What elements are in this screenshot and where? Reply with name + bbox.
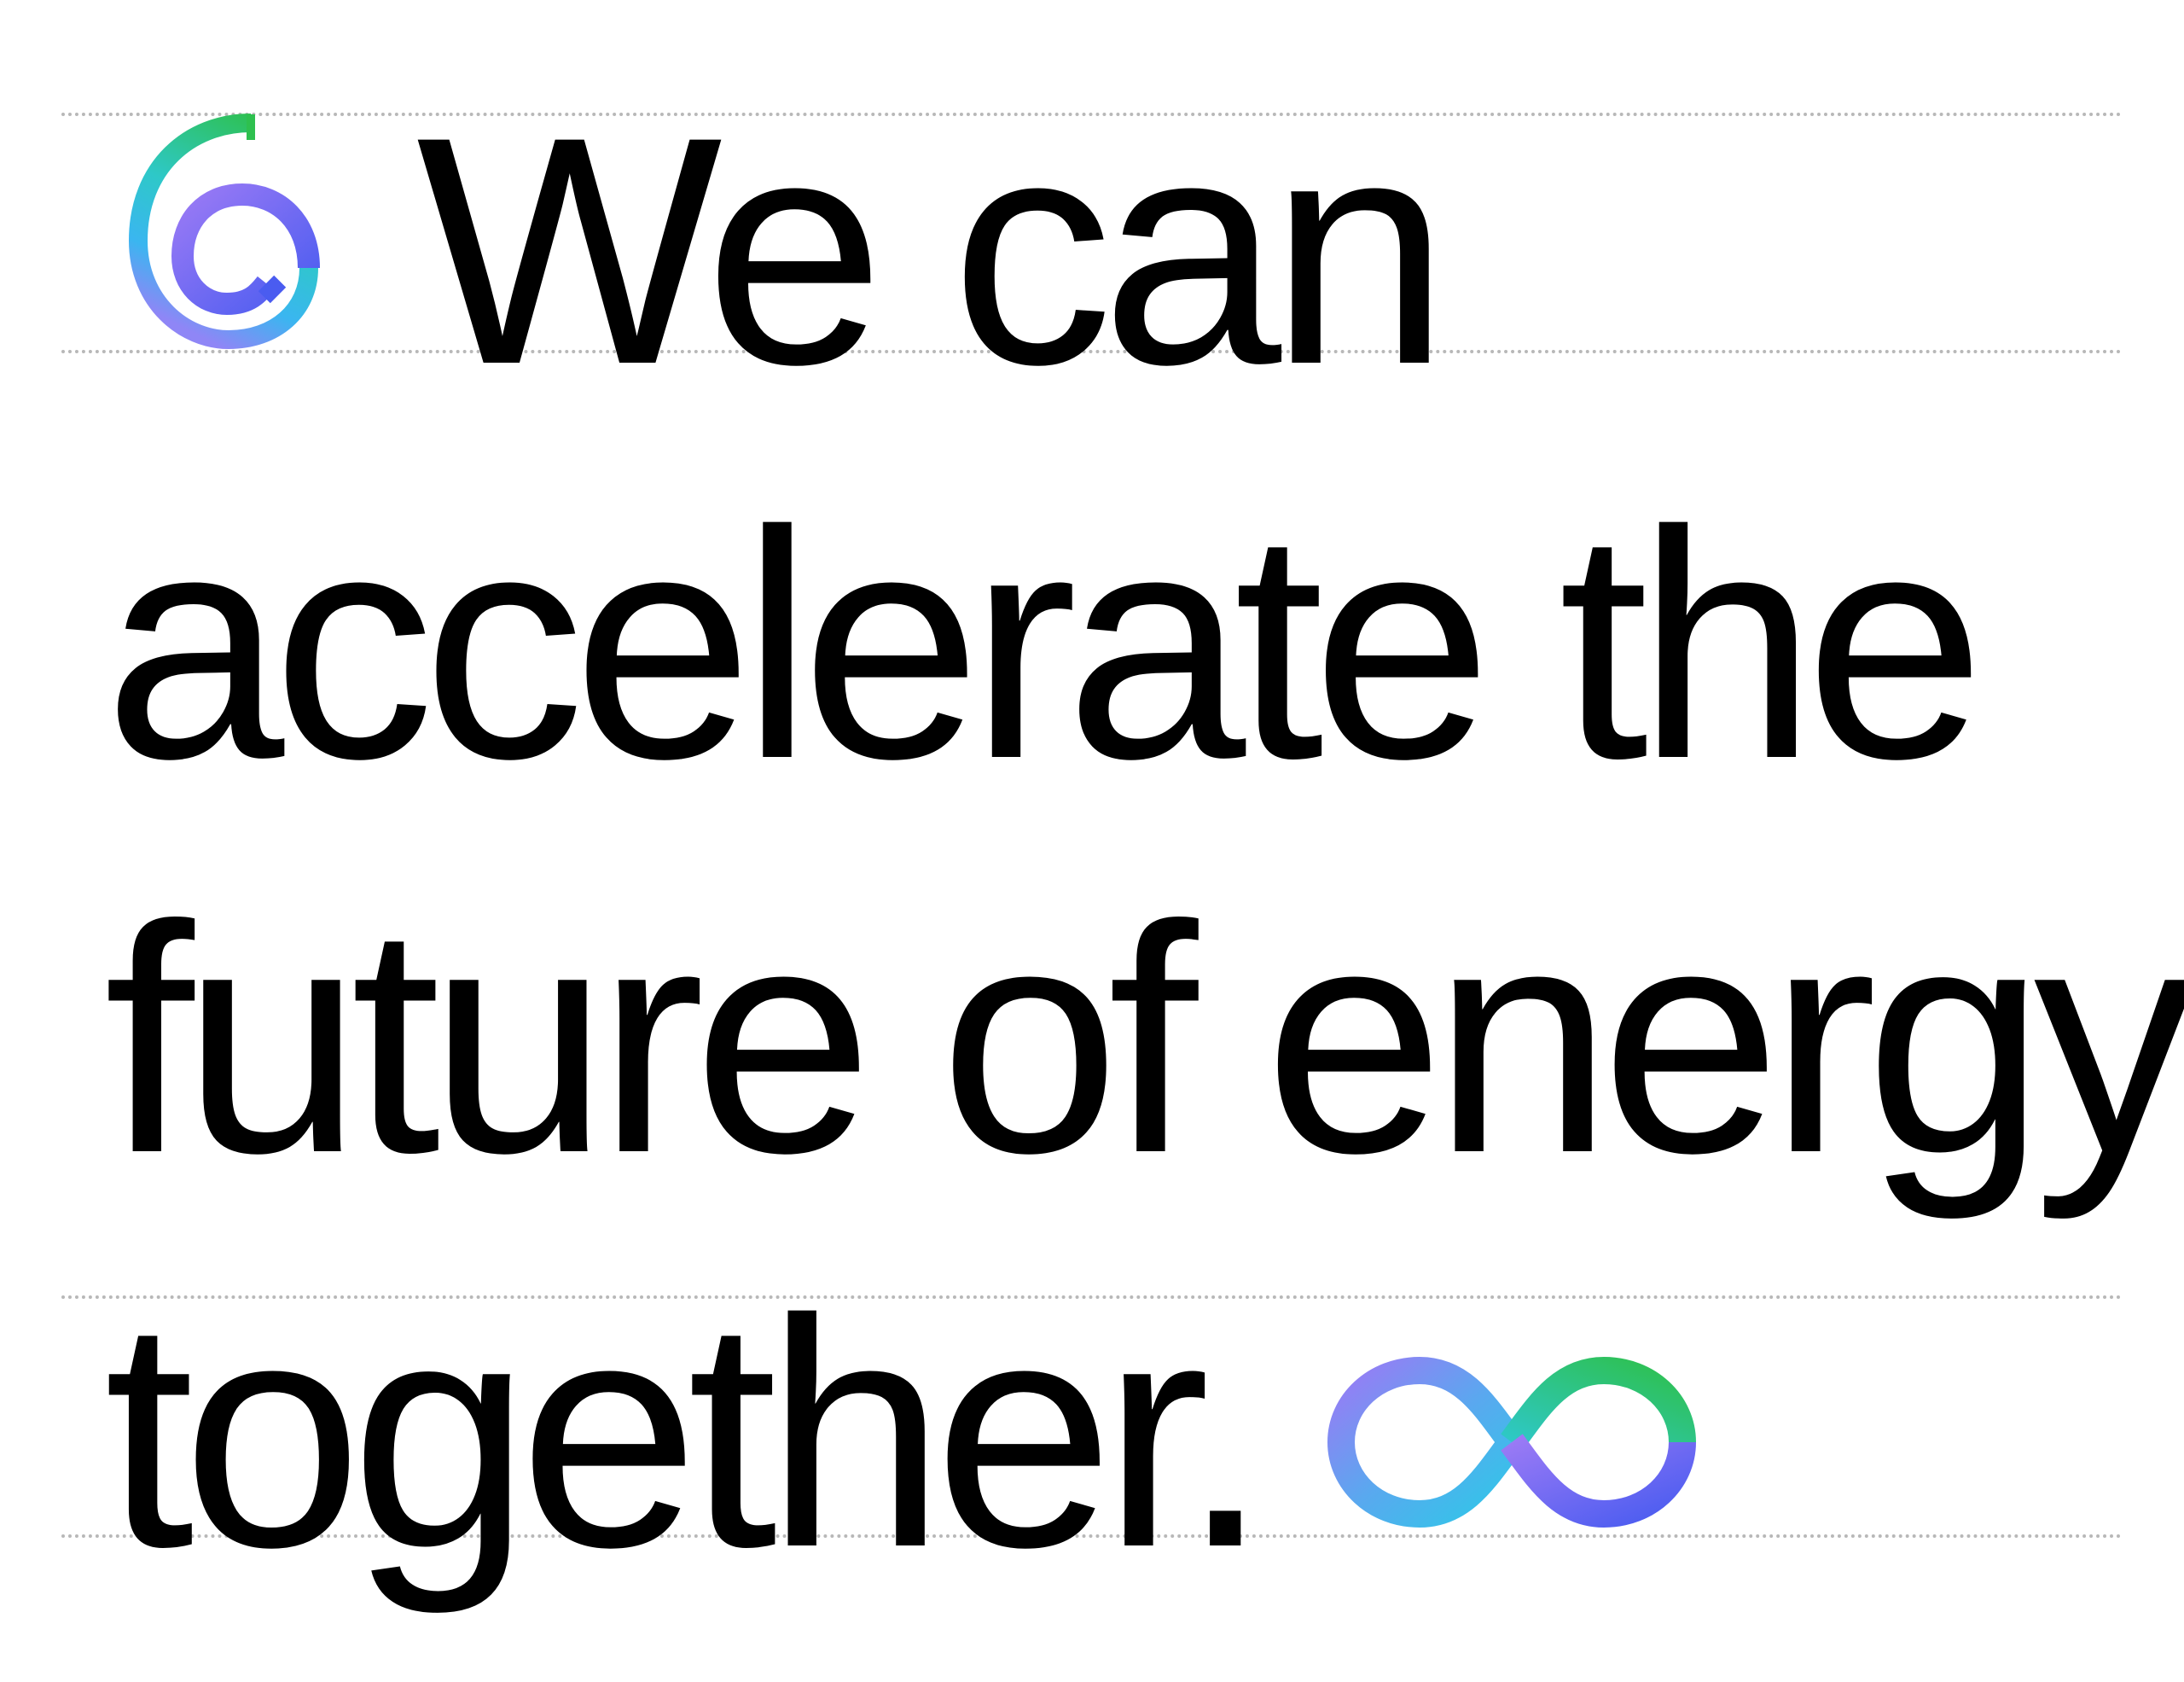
headline-line-3: future of energy,: [104, 858, 2184, 1220]
infinity-icon: [1327, 1356, 1696, 1528]
spiral-icon: [128, 113, 320, 350]
headline-line-4: together.: [104, 1252, 1270, 1615]
dotted-guide-top: [61, 113, 2123, 116]
headline-line-2: accelerate the: [104, 463, 1985, 826]
headline-line-1: We can: [416, 69, 1449, 432]
dotted-guide-upper: [61, 350, 2123, 353]
dotted-guide-lower: [61, 1295, 2123, 1299]
dotted-guide-bottom: [61, 1534, 2123, 1538]
